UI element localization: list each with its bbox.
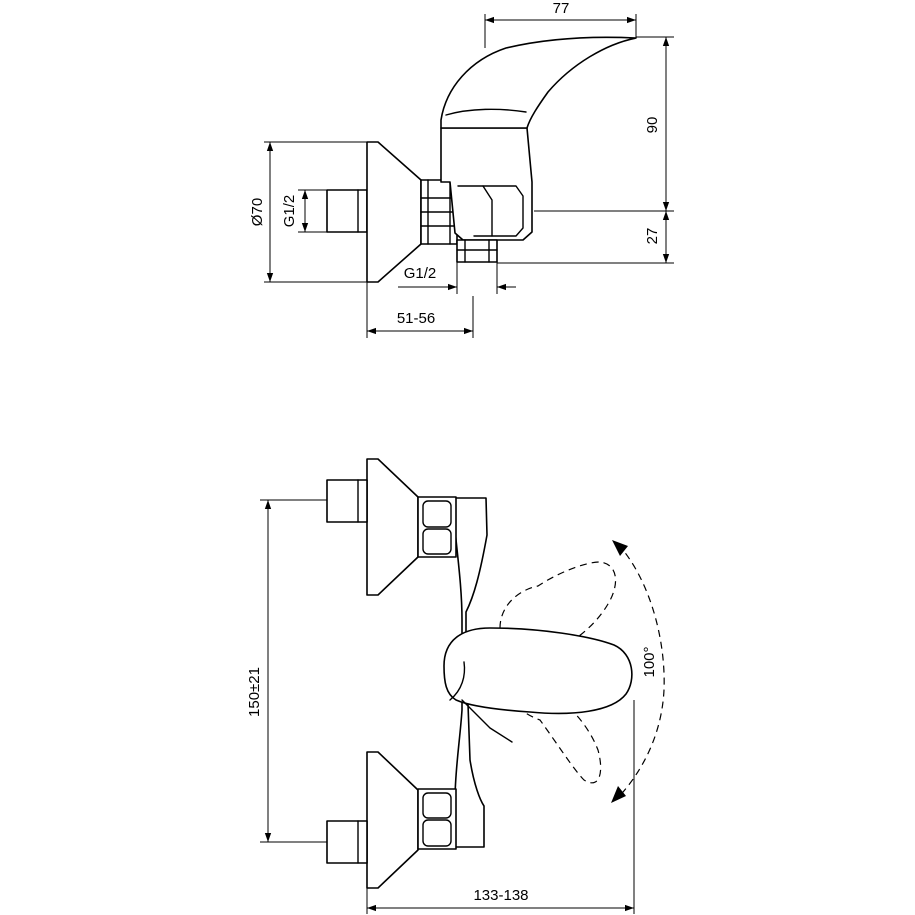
lever-handle-front [443,627,633,715]
dim-flange-diameter: Ø70 [249,198,266,226]
front-view [326,458,633,889]
bottom-hex-nut [417,788,457,850]
top-wall-flange [366,458,419,596]
dim-lever-rotation: 100° [641,646,658,677]
dim-inlet-thread: G1/2 [281,195,298,228]
dim-wall-to-axis: 51-56 [397,310,435,327]
inlet-pipe [326,189,368,233]
lever-handle [440,36,637,129]
dim-outlet-thread: G1/2 [404,265,437,282]
side-view [326,36,637,283]
dim-inlet-spacing: 150±21 [246,667,263,717]
mixer-body [440,127,533,241]
front-view-dimensions: 150±21 100° 133-138 [246,499,665,914]
dim-height-total: 90 [644,117,661,134]
outlet-connector [456,239,498,263]
dim-total-width: 133-138 [473,887,528,904]
dim-height-lower: 27 [644,228,661,245]
top-inlet-pipe [326,479,368,523]
dim-spout-reach: 77 [553,0,570,17]
bottom-inlet-pipe [326,820,368,864]
bottom-wall-flange [366,751,419,889]
wall-flange [366,141,422,283]
side-view-dimensions: 77 90 27 Ø70 G1/2 G1/2 51-56 [249,0,674,338]
